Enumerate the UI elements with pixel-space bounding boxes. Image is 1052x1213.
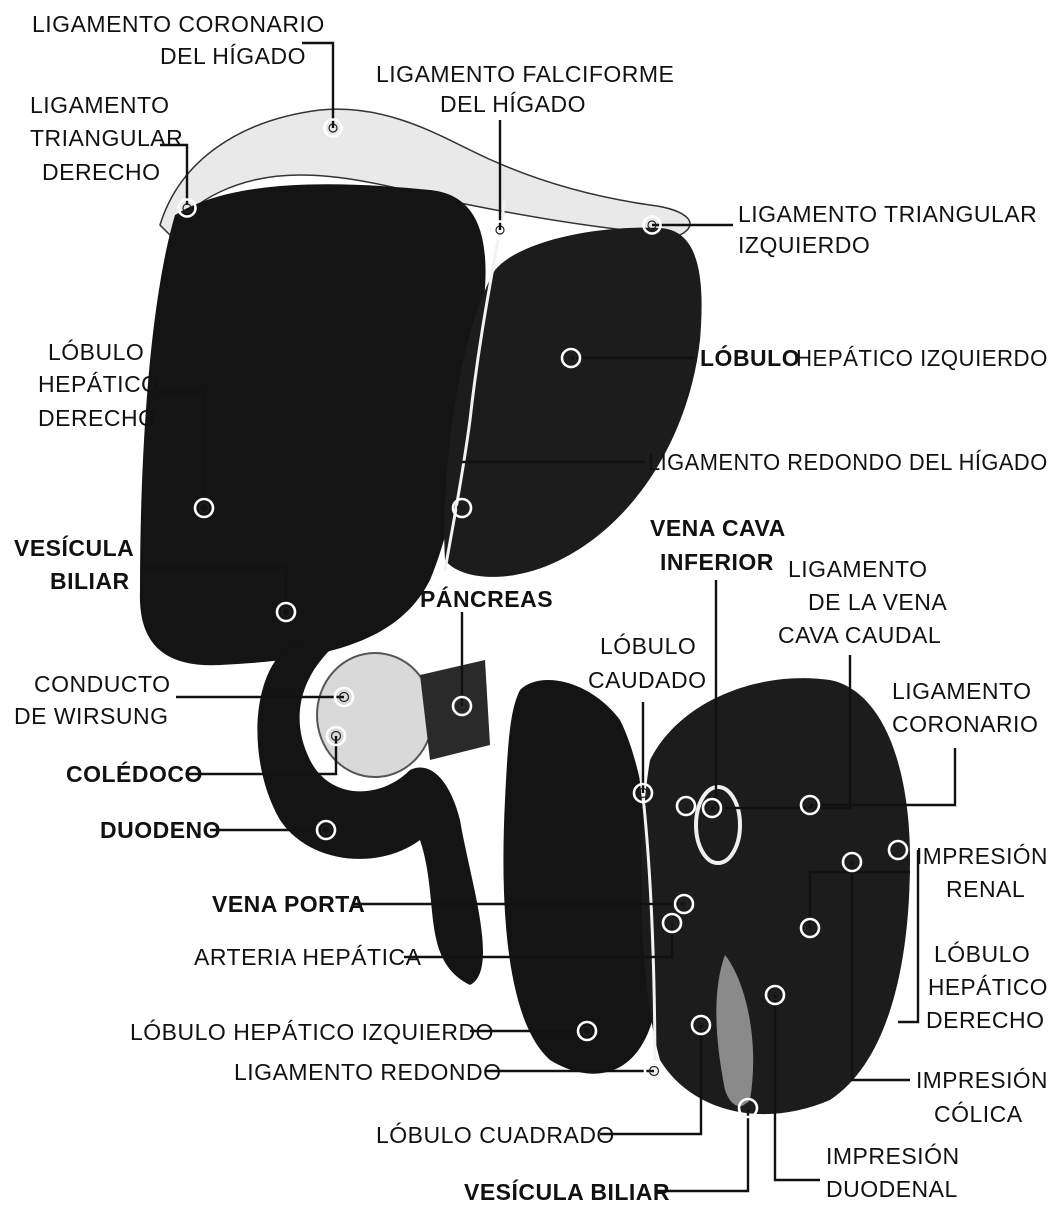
label-vena-cava-2: INFERIOR xyxy=(660,549,774,575)
label-pancreas: PÁNCREAS xyxy=(420,585,553,612)
label-arteria-hepatica: ARTERIA HEPÁTICA xyxy=(194,944,422,970)
label-lobulo-izq-bold: LÓBULO xyxy=(700,344,800,371)
label-lig-vena-cava-3: CAVA CAUDAL xyxy=(778,622,941,648)
label-lobulo-hep-der-b-1: LÓBULO xyxy=(934,941,1030,967)
label-lig-vena-cava-2: DE LA VENA xyxy=(808,589,947,615)
label-impresion-colica-2: CÓLICA xyxy=(934,1101,1023,1127)
label-impresion-renal-2: RENAL xyxy=(946,876,1025,902)
label-lig-triangular-der-3: DERECHO xyxy=(42,159,161,185)
label-lig-redondo-higado: LIGAMENTO REDONDO DEL HÍGADO xyxy=(648,450,1048,476)
label-lobulo-izq-rest: HEPÁTICO IZQUIERDO xyxy=(796,346,1048,371)
label-lobulo-der-1: LÓBULO xyxy=(48,339,144,365)
label-vena-cava-1: VENA CAVA xyxy=(650,515,786,541)
label-lobulo-hep-der-b-2: HEPÁTICO xyxy=(928,974,1048,1000)
label-conducto-2: DE WIRSUNG xyxy=(14,703,169,729)
pancreas-illustration xyxy=(317,653,433,777)
label-lig-vena-cava-1: LIGAMENTO xyxy=(788,556,928,582)
label-duodeno: DUODENO xyxy=(100,817,221,843)
label-lig-triangular-der-1: LIGAMENTO xyxy=(30,92,170,118)
label-lobulo-cuadrado: LÓBULO CUADRADO xyxy=(376,1122,615,1148)
visceral-left-lobe xyxy=(503,680,656,1074)
label-lig-coronario-higado-2: DEL HÍGADO xyxy=(160,43,306,69)
label-vesicula-1: VESÍCULA xyxy=(14,534,134,561)
label-vesicula-biliar: VESÍCULA BILIAR xyxy=(464,1178,670,1205)
label-lig-falciforme-2: DEL HÍGADO xyxy=(440,91,586,117)
label-lobulo-hep-izq-b: LÓBULO HEPÁTICO IZQUIERDO xyxy=(130,1019,494,1045)
label-lig-redondo: LIGAMENTO REDONDO xyxy=(234,1059,502,1085)
label-lig-triangular-izq-1: LIGAMENTO TRIANGULAR xyxy=(738,201,1037,227)
label-impresion-duodenal-2: DUODENAL xyxy=(826,1176,958,1202)
label-lobulo-caudado-2: CAUDADO xyxy=(588,667,707,693)
label-lig-triangular-der-2: TRIANGULAR xyxy=(30,125,183,151)
label-lig-coronario-1: LIGAMENTO xyxy=(892,678,1032,704)
label-lobulo-der-3: DERECHO xyxy=(38,405,157,431)
label-conducto-1: CONDUCTO xyxy=(34,671,170,697)
label-lig-triangular-izq-2: IZQUIERDO xyxy=(738,232,870,258)
label-impresion-duodenal-1: IMPRESIÓN xyxy=(826,1143,960,1169)
label-vena-porta: VENA PORTA xyxy=(212,891,365,917)
label-lig-coronario-higado-1: LIGAMENTO CORONARIO xyxy=(32,11,325,37)
label-lobulo-der-2: HEPÁTICO xyxy=(38,371,160,397)
label-lig-falciforme-1: LIGAMENTO FALCIFORME xyxy=(376,61,674,87)
label-lobulo-caudado-1: LÓBULO xyxy=(600,633,696,659)
label-impresion-renal-1: IMPRESIÓN xyxy=(916,843,1048,869)
label-coledoco: COLÉDOCO xyxy=(66,760,203,787)
label-lig-coronario-2: CORONARIO xyxy=(892,711,1038,737)
label-impresion-colica-1: IMPRESIÓN xyxy=(916,1067,1048,1093)
label-vesicula-2: BILIAR xyxy=(50,568,130,594)
label-lobulo-hep-der-b-3: DERECHO xyxy=(926,1007,1045,1033)
